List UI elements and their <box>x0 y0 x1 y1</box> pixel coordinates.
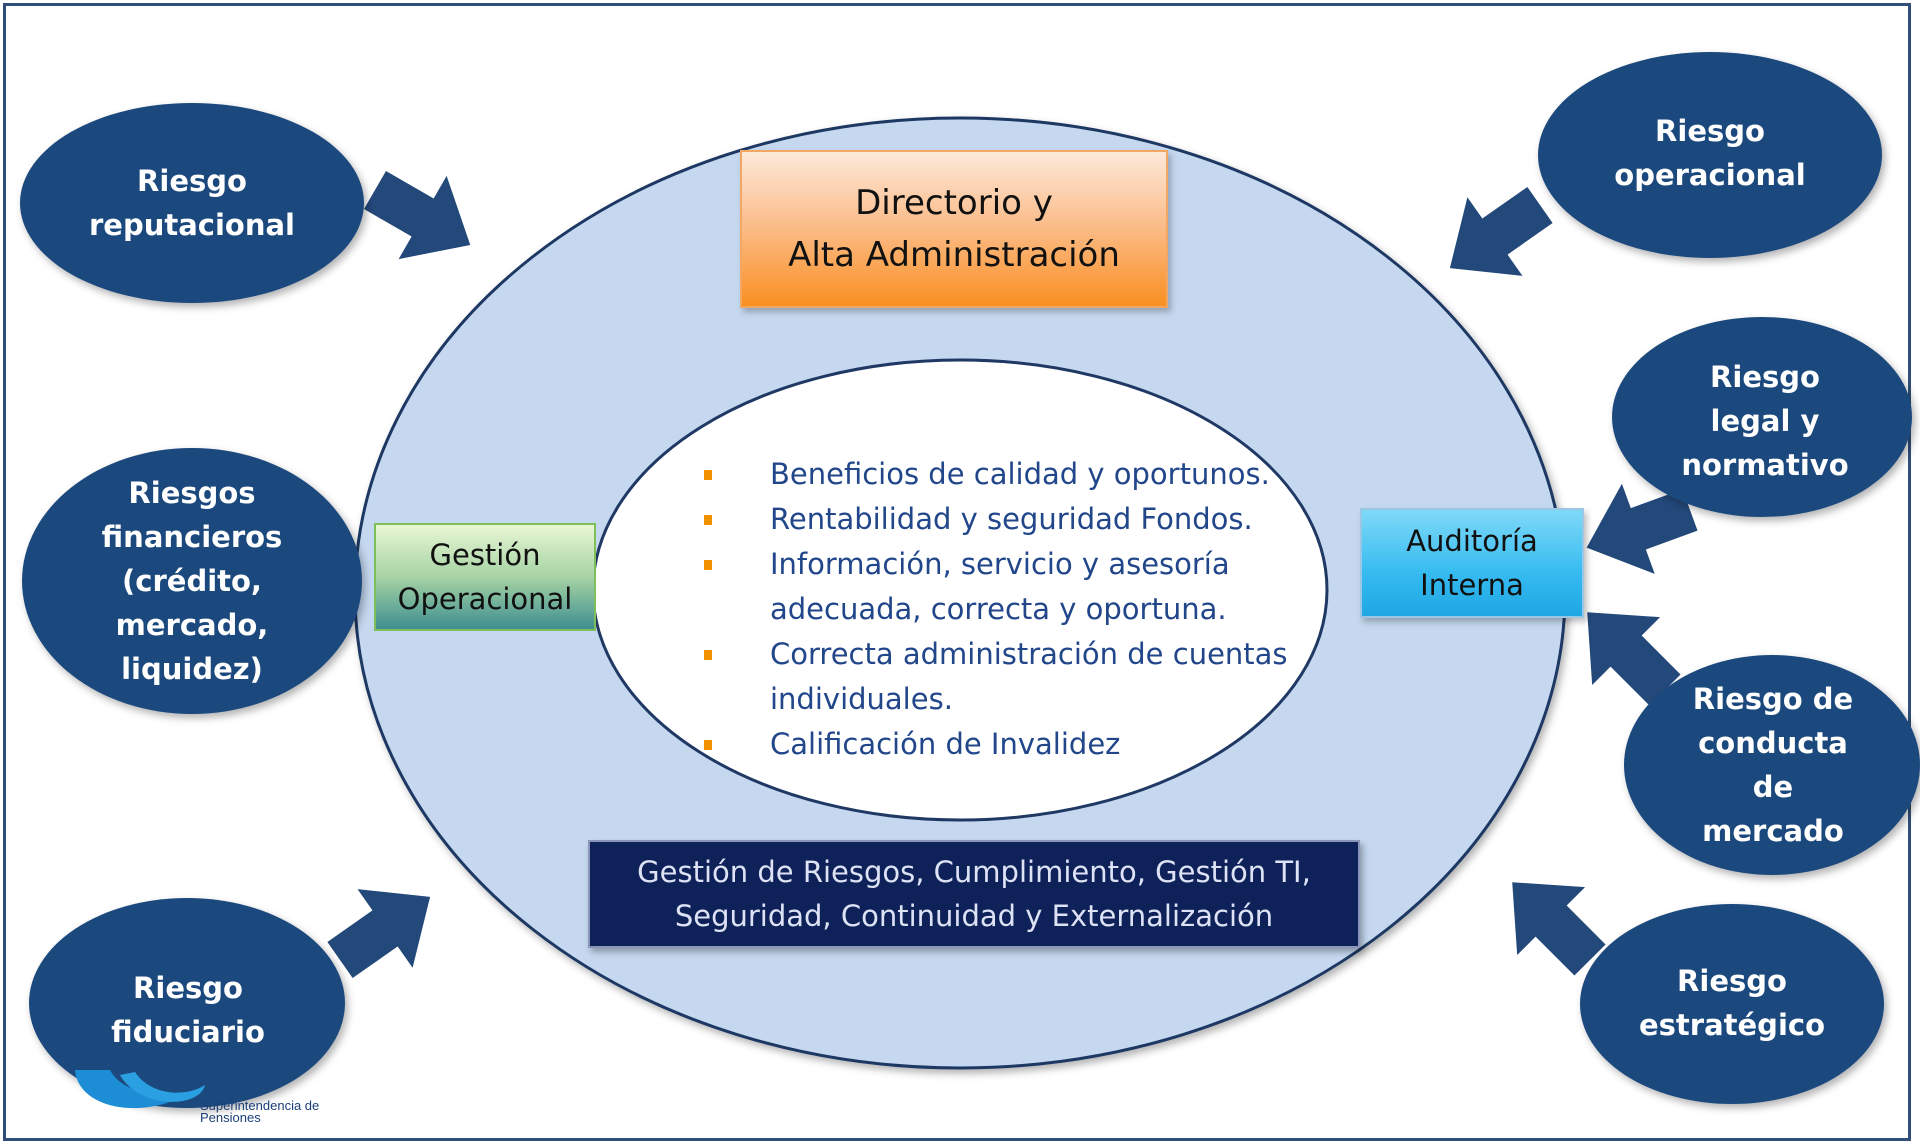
objective-text: adecuada, correcta y oportuna. <box>770 592 1227 626</box>
objectives-list: Beneficios de calidad y oportunos. Renta… <box>700 452 1320 767</box>
risk-label: liquidez) <box>121 652 263 686</box>
objective-item: Beneficios de calidad y oportunos. <box>700 452 1320 497</box>
risk-label: Riesgo de <box>1692 682 1854 716</box>
risk-label: reputacional <box>88 208 296 242</box>
risk-operacional: Riesgo operacional <box>1570 108 1850 198</box>
objective-text: Información, servicio y asesoría <box>770 547 1230 581</box>
risk-operacional-ellipse <box>1538 52 1882 258</box>
bullet-marker <box>704 560 712 570</box>
objective-text: Calificación de Invalidez <box>770 727 1121 761</box>
risk-estrategico: Riesgo estratégico <box>1592 958 1872 1048</box>
arrow-operacional <box>1449 186 1553 276</box>
risk-label: estratégico <box>1638 1008 1825 1042</box>
risk-label: Riesgos <box>128 476 256 510</box>
gestion-riesgos-box: Gestión de Riesgos, Cumplimiento, Gestió… <box>588 840 1360 948</box>
bullet-marker <box>704 515 712 525</box>
risk-estrategico-ellipse <box>1580 904 1884 1104</box>
risk-financieros-ellipse <box>22 448 362 714</box>
gestion-operacional-line1: Gestión <box>429 538 541 572</box>
gestion-riesgos-line2: Seguridad, Continuidad y Externalización <box>674 899 1274 933</box>
objective-item: Información, servicio y asesoría <box>700 542 1320 587</box>
objective-text: Correcta administración de cuentas <box>770 637 1288 671</box>
logo-mark <box>75 1070 205 1109</box>
directorio-line1: Directorio y <box>855 183 1053 223</box>
arrow-estrategico <box>1512 882 1606 976</box>
objective-text: Rentabilidad y seguridad Fondos. <box>770 502 1253 536</box>
auditoria-line2: Interna <box>1420 568 1524 602</box>
risk-financieros: Riesgos financieros (crédito, mercado, l… <box>52 465 332 697</box>
arrow-legal <box>1586 483 1698 574</box>
risk-legal: Riesgo legal y normativo <box>1625 353 1905 489</box>
auditoria-interna-box: Auditoría Interna <box>1360 508 1584 618</box>
risk-label: mercado, <box>115 608 269 642</box>
risk-reputacional-ellipse <box>20 103 364 303</box>
risk-label: Riesgo <box>137 164 247 198</box>
arrow-reputacional <box>364 170 471 260</box>
risk-label: Riesgo <box>1710 360 1820 394</box>
risk-label: Riesgo <box>1677 964 1787 998</box>
risk-legal-ellipse <box>1612 317 1912 517</box>
risk-label: de <box>1752 770 1794 804</box>
risk-conducta: Riesgo de conducta de mercado <box>1633 675 1913 855</box>
risk-label: legal y <box>1710 404 1820 438</box>
risk-conducta-ellipse <box>1624 655 1920 875</box>
directorio-line2: Alta Administración <box>788 235 1120 275</box>
logo-line1: Superintendencia de <box>200 1098 320 1113</box>
risk-label: conducta <box>1698 726 1848 760</box>
objective-item: Rentabilidad y seguridad Fondos. <box>700 497 1320 542</box>
arrow-fiduciario <box>327 889 431 979</box>
risk-label: Riesgo <box>1655 114 1765 148</box>
risk-label: (crédito, <box>122 564 262 598</box>
gestion-riesgos-line1: Gestión de Riesgos, Cumplimiento, Gestió… <box>637 855 1311 889</box>
logo-line2: Pensiones <box>200 1110 261 1125</box>
bullet-marker <box>704 650 712 660</box>
auditoria-line1: Auditoría <box>1406 524 1538 558</box>
objective-item-continuation: individuales. <box>700 677 1320 722</box>
objective-text: individuales. <box>770 682 953 716</box>
risk-fiduciario: Riesgo fiduciario <box>48 960 328 1060</box>
diagram-frame <box>3 3 1911 1141</box>
risk-label: mercado <box>1702 814 1844 848</box>
risk-label: Riesgo <box>133 971 243 1005</box>
arrow-conducta <box>1587 612 1681 706</box>
objective-item: Calificación de Invalidez <box>700 722 1320 767</box>
risk-label: normativo <box>1681 448 1849 482</box>
bullet-marker <box>704 470 712 480</box>
objective-text: Beneficios de calidad y oportunos. <box>770 457 1270 491</box>
objective-item: Correcta administración de cuentas <box>700 632 1320 677</box>
logo-text: Superintendencia de Pensiones <box>200 1098 320 1125</box>
gestion-operacional-line2: Operacional <box>397 582 573 616</box>
risk-label: fiduciario <box>111 1015 265 1049</box>
gestion-operacional-box: Gestión Operacional <box>374 523 596 631</box>
directorio-box: Directorio y Alta Administración <box>740 150 1168 308</box>
objective-item-continuation: adecuada, correcta y oportuna. <box>700 587 1320 632</box>
arrows <box>327 170 1698 979</box>
risk-reputacional: Riesgo reputacional <box>52 140 332 266</box>
risk-label: financieros <box>101 520 283 554</box>
risk-label: operacional <box>1614 158 1806 192</box>
risk-fiduciario-ellipse <box>29 898 345 1108</box>
bullet-marker <box>704 740 712 750</box>
